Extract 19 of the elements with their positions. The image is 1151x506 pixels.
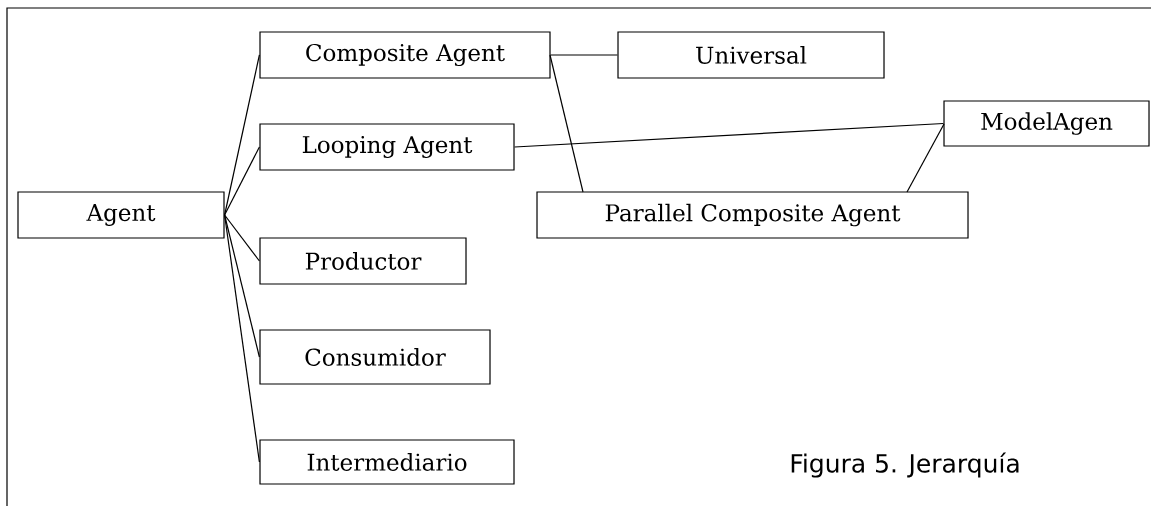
class-box: Composite Agent bbox=[259, 31, 551, 79]
figure-caption: Figura 5. Jerarquía bbox=[791, 452, 1019, 478]
connector-line bbox=[224, 54, 260, 216]
connector-line bbox=[224, 146, 260, 216]
class-box: Agent bbox=[17, 191, 225, 239]
connector-line bbox=[549, 54, 584, 193]
connector-line bbox=[550, 54, 618, 56]
class-box: Parallel Composite Agent bbox=[536, 191, 969, 239]
class-box: ModelAgen bbox=[943, 100, 1150, 147]
class-box: Universal bbox=[617, 31, 885, 79]
connector-line bbox=[514, 122, 944, 148]
class-box: Intermediario bbox=[259, 439, 515, 485]
class-box: Productor bbox=[259, 237, 467, 285]
connector-line bbox=[224, 214, 260, 463]
class-box: Consumidor bbox=[259, 329, 491, 385]
connector-line bbox=[224, 214, 260, 358]
connector-line bbox=[906, 123, 945, 193]
connector-line bbox=[224, 214, 260, 262]
class-box: Looping Agent bbox=[259, 123, 515, 171]
